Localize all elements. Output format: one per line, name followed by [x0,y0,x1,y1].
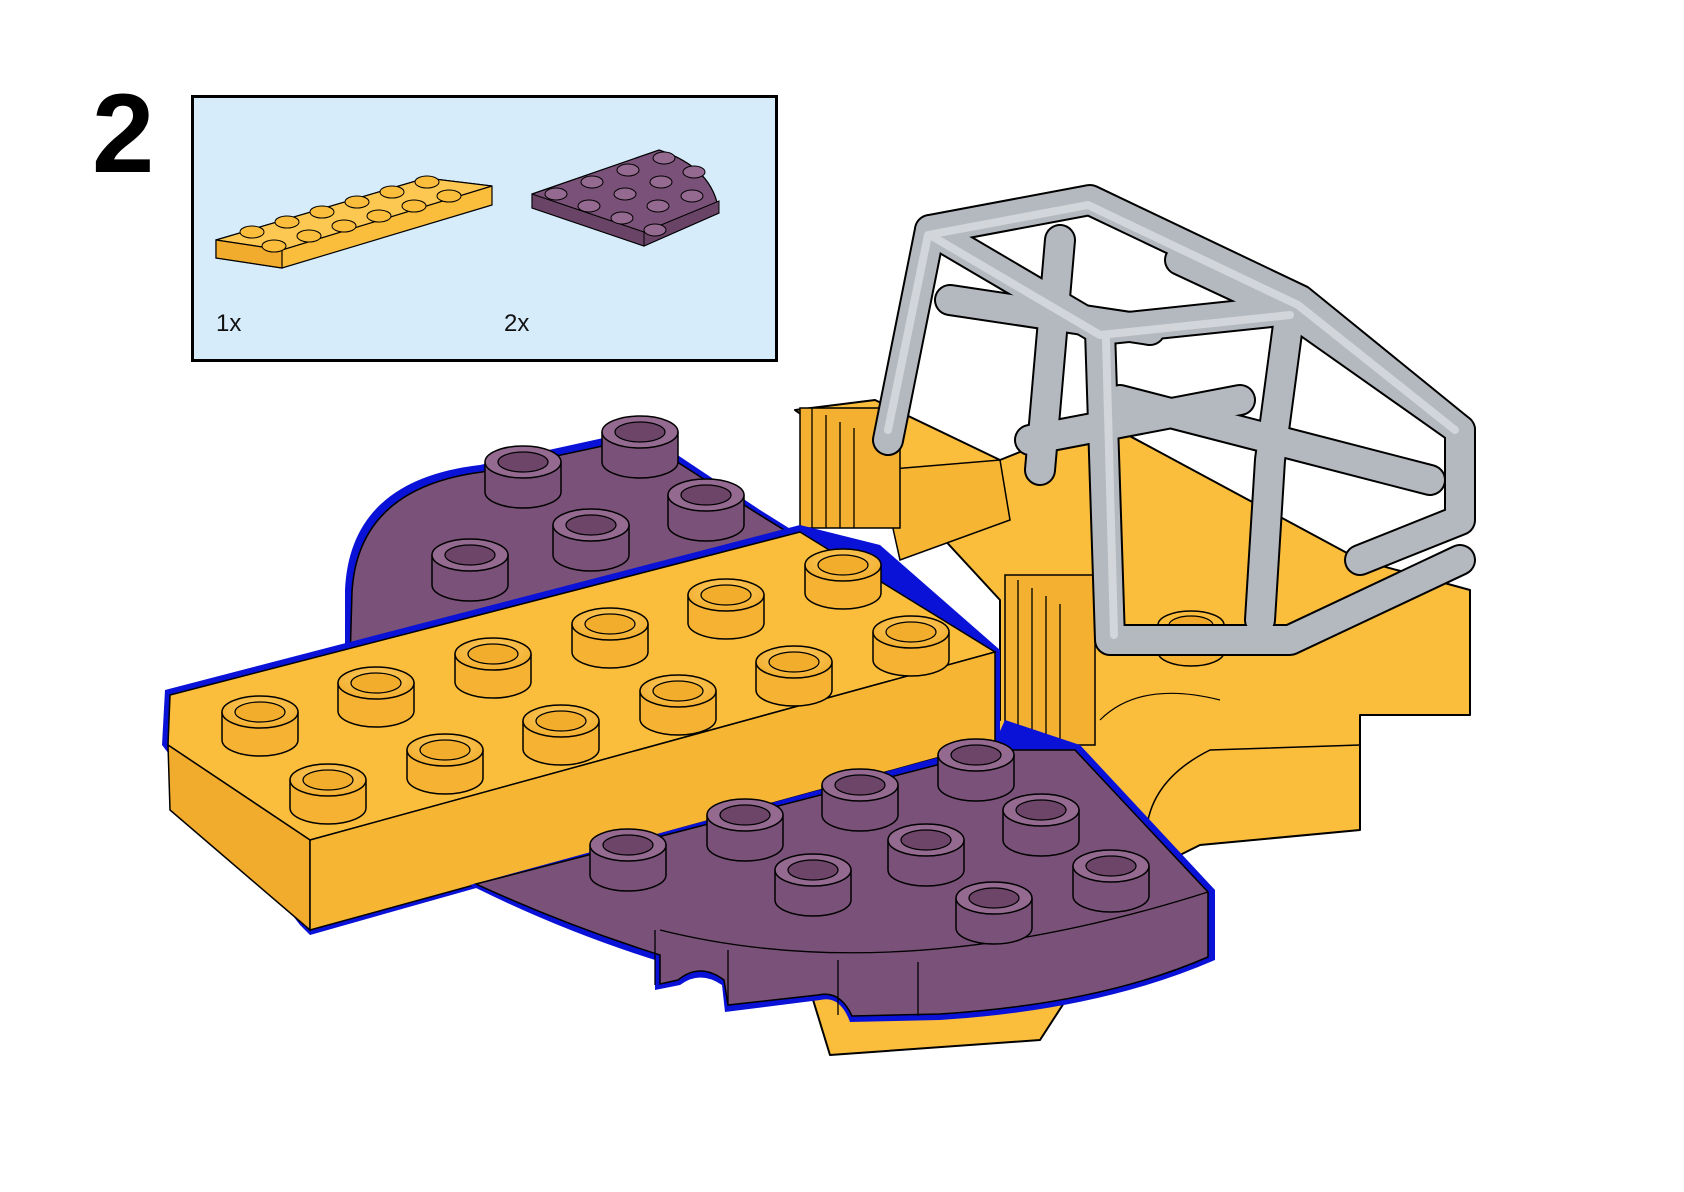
purple-stud [667,478,745,542]
purple-stud [552,508,630,572]
parts-list-illustration [215,149,720,269]
part-quantity-yellow-plate: 1x [216,310,242,337]
gray-roll-cage [872,184,1476,656]
purple-stud [774,853,852,917]
yellow-stud [454,637,532,699]
yellow-stud [872,615,950,677]
yellow-stud [687,578,765,640]
purple-stud [1002,793,1080,857]
parts-list-panel: 1x 2x [191,95,778,362]
step-number: 2 [92,71,155,196]
purple-quarter-plate-front [470,720,1215,1022]
yellow-stud [804,548,882,610]
purple-stud [1072,849,1150,913]
parts-purple-quarter-plate [531,149,720,247]
yellow-stud [406,733,484,795]
parts-yellow-2x4-plate [215,175,493,269]
yellow-stud [639,674,717,736]
purple-stud [955,881,1033,945]
yellow-stud [522,704,600,766]
purple-stud [887,823,965,887]
chassis-rib-block-front [1004,574,1096,746]
yellow-stud [289,763,367,825]
yellow-stud [571,607,649,669]
purple-stud [601,415,679,479]
purple-stud [484,445,562,509]
yellow-stud [221,695,299,757]
part-quantity-purple-plate: 2x [504,310,530,337]
purple-stud [821,768,899,832]
yellow-2x4-plate [162,525,1000,935]
yellow-stud [755,645,833,707]
purple-stud [589,828,667,892]
yellow-stud [337,666,415,728]
purple-stud [937,738,1015,802]
purple-stud [431,538,509,602]
purple-stud [706,798,784,862]
